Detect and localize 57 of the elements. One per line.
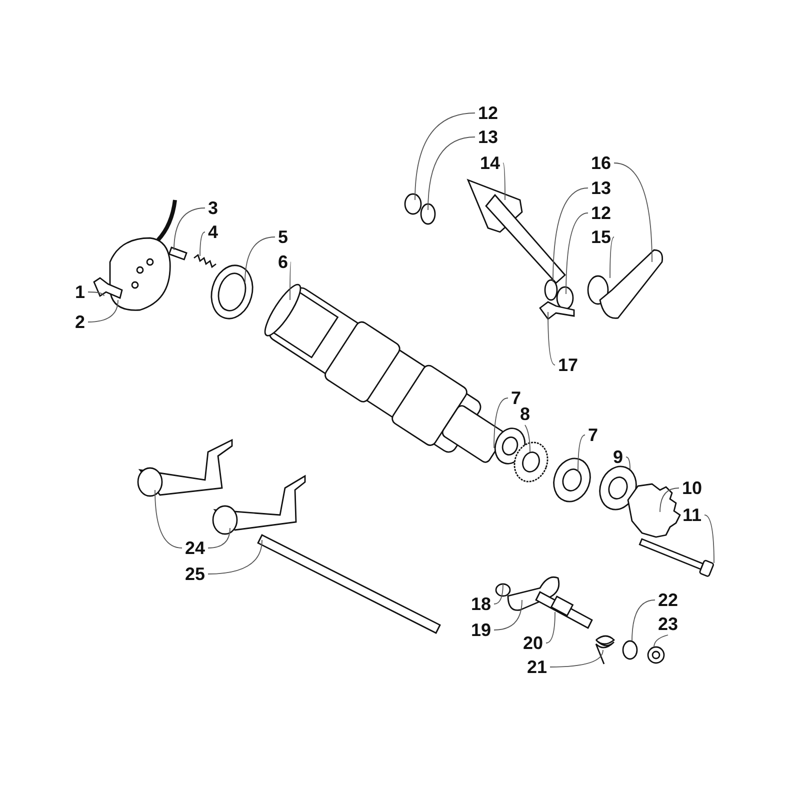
- callout-number: 4: [208, 223, 218, 241]
- callout-number: 3: [208, 199, 218, 217]
- callout-number: 5: [278, 228, 288, 246]
- callout-number: 17: [558, 356, 578, 374]
- callout-number: 18: [470, 595, 492, 613]
- leader-line: [578, 434, 586, 472]
- leader-line: [654, 634, 668, 648]
- leader-line: [626, 456, 630, 470]
- leader-line: [428, 136, 476, 210]
- callout-number: 13: [590, 179, 612, 197]
- leader-line: [550, 650, 604, 668]
- callout-number: 7: [588, 426, 598, 444]
- leader-line: [660, 488, 680, 512]
- callout-number: 11: [682, 506, 702, 524]
- callout-number: 15: [590, 228, 612, 246]
- callout-number: 6: [278, 253, 288, 271]
- callout-number: 12: [478, 104, 498, 122]
- leader-line: [494, 600, 522, 630]
- leader-line: [154, 490, 182, 548]
- leader-line: [610, 236, 614, 278]
- leader-line: [494, 398, 508, 448]
- leader-line: [290, 262, 292, 300]
- leader-line: [546, 612, 556, 644]
- leader-line: [88, 292, 104, 296]
- leader-line: [566, 212, 588, 294]
- callout-number: 7: [511, 389, 521, 407]
- leader-line: [208, 528, 230, 548]
- leader-line: [632, 600, 656, 642]
- callout-number: 16: [590, 154, 612, 172]
- leader-line: [502, 162, 506, 200]
- callout-number: 21: [526, 658, 548, 676]
- callout-number: 12: [590, 204, 612, 222]
- leader-line: [614, 162, 652, 262]
- callout-number: 23: [658, 615, 678, 633]
- leader-line: [208, 540, 262, 574]
- callout-number: 8: [520, 405, 530, 423]
- callout-number: 22: [658, 591, 678, 609]
- callout-number: 25: [184, 565, 206, 583]
- callout-number: 24: [184, 539, 206, 557]
- callout-number: 13: [478, 128, 498, 146]
- leader-line: [494, 584, 504, 604]
- callout-number: 19: [470, 621, 492, 639]
- callout-number: 10: [682, 479, 702, 497]
- leader-line: [552, 188, 588, 282]
- leader-line: [414, 112, 476, 200]
- leader-line: [174, 208, 206, 250]
- leader-line: [704, 514, 714, 564]
- leader-line: [244, 236, 276, 284]
- callout-number: 2: [75, 313, 85, 331]
- callout-number: 14: [480, 154, 500, 172]
- leader-line: [548, 312, 556, 366]
- callout-number: 9: [613, 448, 623, 466]
- leader-line: [524, 424, 530, 452]
- leader-line: [88, 300, 118, 322]
- callout-number: 20: [522, 634, 544, 652]
- leader-line: [200, 232, 206, 256]
- callout-number: 1: [75, 283, 85, 301]
